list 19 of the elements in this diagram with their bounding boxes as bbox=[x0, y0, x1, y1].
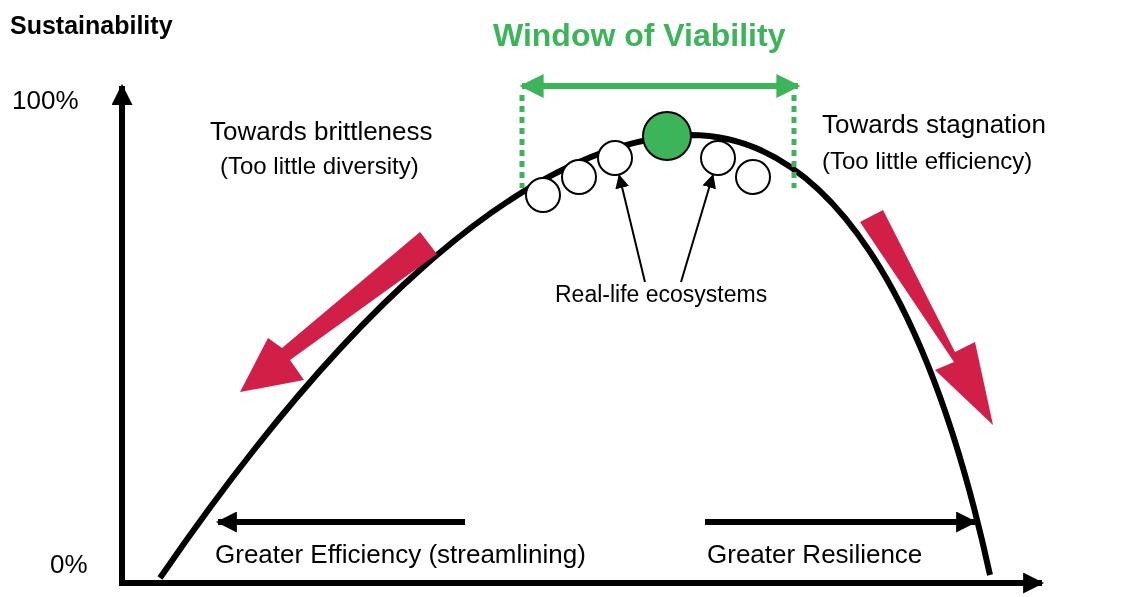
ecosystem-circle bbox=[700, 140, 736, 176]
annotation-text: Towards stagnation bbox=[822, 110, 1047, 139]
direction-label: Greater Efficiency (streamlining) bbox=[215, 540, 586, 569]
axis-title: Sustainability bbox=[10, 12, 173, 40]
window-title: Window of Viability bbox=[493, 18, 786, 54]
ecosystem-circle bbox=[561, 159, 597, 195]
callout-text: Real-life ecosystems bbox=[555, 282, 768, 308]
tick-label: 0% bbox=[50, 550, 88, 579]
leader-line bbox=[680, 173, 716, 283]
ecosystem-circle bbox=[525, 177, 561, 213]
tick-label: 100% bbox=[12, 86, 79, 115]
ecosystem-circle bbox=[735, 159, 771, 195]
direction-label: Greater Resilience bbox=[707, 540, 923, 569]
leader-line bbox=[615, 174, 646, 283]
annotation-text: Towards brittleness bbox=[210, 117, 433, 146]
annotation-text: (Too little efficiency) bbox=[822, 148, 1033, 175]
optimum-circle bbox=[642, 111, 692, 161]
ecosystem-circle bbox=[597, 140, 633, 176]
annotation-text: (Too little diversity) bbox=[220, 153, 419, 180]
